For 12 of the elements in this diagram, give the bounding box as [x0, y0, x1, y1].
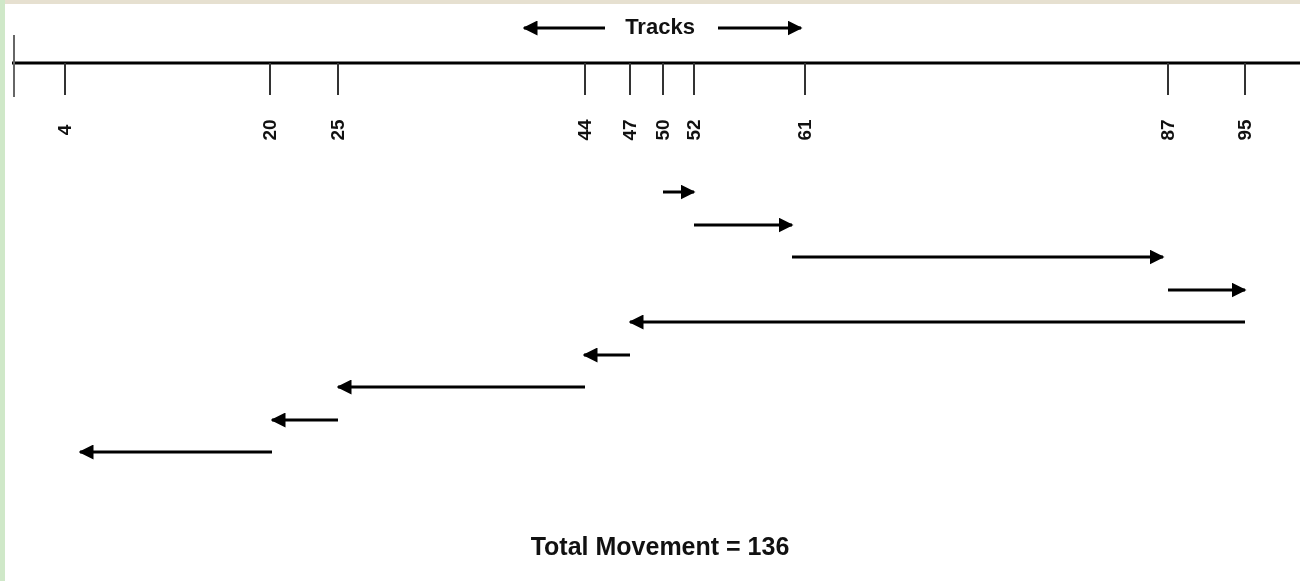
total-movement: Total Movement = 136 — [530, 532, 790, 561]
track-number: 87 — [1157, 119, 1179, 141]
track-number: 44 — [574, 119, 596, 141]
axis-title: Tracks — [625, 14, 695, 40]
track-number: 25 — [327, 119, 349, 141]
track-number: 20 — [259, 119, 281, 141]
track-number: 4 — [54, 124, 76, 136]
track-number: 47 — [619, 119, 641, 141]
track-number: 50 — [652, 119, 674, 141]
track-number: 52 — [683, 119, 705, 141]
track-number: 95 — [1234, 119, 1256, 141]
track-number: 61 — [794, 119, 816, 141]
